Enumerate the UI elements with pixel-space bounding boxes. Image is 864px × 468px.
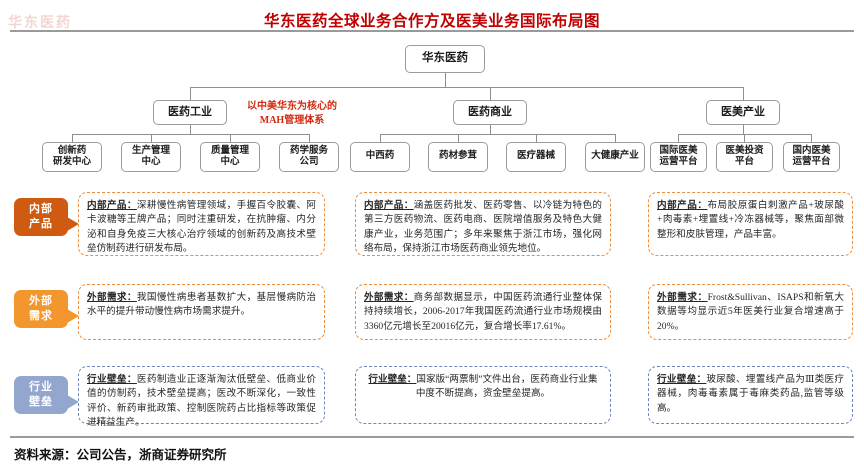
tree-node-root: 华东医药 — [405, 45, 485, 73]
connector-b1-c2 — [151, 134, 152, 142]
tree-node-branch-1: 医药工业 — [153, 100, 227, 125]
row-tag-external-demand: 外部 需求 — [14, 290, 79, 328]
connector-b1-c3 — [230, 134, 231, 142]
callout-lead: 内部产品： — [657, 200, 708, 211]
tree-node-b2-child-4: 大健康产业 — [585, 142, 645, 172]
callout-text: 商务部数据显示，中国医药流通行业整体保持持续增长，2006-2017年我国医药流… — [364, 292, 603, 332]
row-tag-line1: 外部 — [29, 295, 53, 308]
callout-barrier-pharma-industry: 行业壁垒：医药制造业正逐渐淘汰低壁垒、低商业价值的仿制药，技术壁垒提高；医改不断… — [78, 366, 325, 428]
connector-b1-stem — [190, 125, 191, 134]
connector-b3-c2 — [744, 134, 745, 142]
callout-lead: 内部产品： — [364, 200, 414, 211]
tree-node-branch-3: 医美产业 — [706, 100, 780, 125]
row-tag-internal-product: 内部 产品 — [14, 198, 79, 236]
watermark-text: 华东医药 — [8, 14, 72, 30]
tree-node-b1-child-3: 质量管理 中心 — [200, 142, 260, 172]
callout-text: 医药制造业正逐渐淘汰低壁垒、低商业价值的仿制药，技术壁垒提高；医改不断深化，一致… — [87, 374, 317, 429]
callout-lead: 外部需求： — [657, 292, 708, 303]
callout-barrier-pharma-commerce: 行业壁垒：国家版“两票制”文件出台，医药商业行业集中度不断提高，资金壁垒提高。 — [355, 366, 611, 424]
connector-b2-c2 — [458, 134, 459, 142]
connector-level1-bus — [190, 87, 743, 88]
connector-b2-bus — [380, 134, 615, 135]
callout-barrier-medical-aesthetics: 行业壁垒：玻尿酸、埋置线产品为Ⅲ类医疗器械，肉毒毒素属于毒麻类药品,监管等级高。 — [648, 366, 853, 424]
row-tag-line2: 壁垒 — [29, 396, 53, 408]
callout-internal-pharma-commerce: 内部产品：涵盖医药批发、医药零售、以冷链为特色的第三方医药物流、医药电商、医院增… — [355, 192, 611, 256]
tree-node-b1-child-1: 创新药 研发中心 — [42, 142, 102, 172]
page-title: 华东医药全球业务合作方及医美业务国际布局图 — [263, 13, 600, 30]
callout-lead: 外部需求： — [87, 292, 137, 303]
tree-node-b3-child-1: 国际医美 运营平台 — [650, 142, 707, 172]
connector-root-stem — [445, 73, 446, 87]
footer-divider — [10, 436, 854, 438]
tree-node-b3-child-3: 国内医美 运营平台 — [783, 142, 840, 172]
callout-text: 国家版“两票制”文件出台，医药商业行业集中度不断提高，资金壁垒提高。 — [415, 374, 598, 400]
callout-lead: 行业壁垒： — [87, 374, 137, 385]
tree-node-b3-child-2: 医美投资 平台 — [716, 142, 773, 172]
row-tag-industry-barrier: 行业 壁垒 — [14, 376, 79, 414]
callout-text: 涵盖医药批发、医药零售、以冷链为特色的第三方医药物流、医药电商、医院增值服务及特… — [364, 200, 603, 255]
row-tag-line1: 行业 — [29, 381, 53, 394]
connector-b3-c3 — [811, 134, 812, 142]
callout-lead: 行业壁垒： — [368, 374, 417, 385]
callout-lead: 内部产品： — [87, 200, 137, 211]
title-divider — [10, 30, 854, 32]
connector-b3-c1 — [678, 134, 679, 142]
header: 华东医药 华东医药全球业务合作方及医美业务国际布局图 — [0, 6, 864, 32]
callout-external-medical-aesthetics: 外部需求：Frost&Sullivan、ISAPS和新氧大数据等均显示近5年医美… — [648, 284, 853, 340]
callout-internal-pharma-industry: 内部产品：深耕慢性病管理领域，手握百令胶囊、阿卡波糖等王牌产品；同时注重研发，在… — [78, 192, 325, 256]
callout-external-pharma-commerce: 外部需求：商务部数据显示，中国医药流通行业整体保持持续增长，2006-2017年… — [355, 284, 611, 340]
tree-node-b2-child-1: 中西药 — [350, 142, 410, 172]
callout-text: Frost&Sullivan、ISAPS和新氧大数据等均显示近5年医美行业复合增… — [657, 292, 844, 332]
callout-lead: 外部需求： — [364, 292, 414, 303]
callout-internal-medical-aesthetics: 内部产品：布局胶原蛋白刺激产品+玻尿酸+肉毒素+埋置线+冷冻器械等，聚焦面部微整… — [648, 192, 853, 256]
connector-branch1-drop — [190, 87, 191, 100]
connector-b2-c4 — [615, 134, 616, 142]
connector-b2-c1 — [380, 134, 381, 142]
connector-b1-c4 — [309, 134, 310, 142]
connector-branch3-drop — [743, 87, 744, 100]
connector-b2-c3 — [536, 134, 537, 142]
tree-node-b1-child-2: 生产管理 中心 — [121, 142, 181, 172]
tree-node-b2-child-2: 药材参茸 — [428, 142, 488, 172]
connector-b2-stem — [490, 125, 491, 134]
callout-text: 我国慢性病患者基数扩大，基层慢病防治水平的提升带动慢性病市场需求提升。 — [87, 292, 317, 318]
tree-node-branch-2: 医药商业 — [453, 100, 527, 125]
row-tag-line2: 产品 — [29, 218, 53, 230]
connector-branch2-drop — [490, 87, 491, 100]
source-note: 资料来源：公司公告，浙商证券研究所 — [14, 448, 227, 462]
callout-lead: 行业壁垒： — [657, 374, 707, 385]
connector-b1-bus — [72, 134, 309, 135]
callout-text: 布局胶原蛋白刺激产品+玻尿酸+肉毒素+埋置线+冷冻器械等，聚焦面部微整形和皮肤管… — [657, 200, 845, 240]
tree-node-b2-child-3: 医疗器械 — [506, 142, 566, 172]
tree-node-b1-child-4: 药学服务 公司 — [279, 142, 339, 172]
row-tag-line2: 需求 — [29, 310, 53, 322]
mah-annotation: 以中美华东为核心的 MAH管理体系 — [247, 101, 337, 126]
connector-b3-stem — [743, 125, 744, 134]
callout-text: 深耕慢性病管理领域，手握百令胶囊、阿卡波糖等王牌产品；同时注重研发，在抗肿瘤、内… — [87, 200, 317, 255]
connector-b1-c1 — [72, 134, 73, 142]
row-tag-line1: 内部 — [29, 203, 53, 216]
callout-external-pharma-industry: 外部需求：我国慢性病患者基数扩大，基层慢病防治水平的提升带动慢性病市场需求提升。 — [78, 284, 325, 340]
callout-text: 玻尿酸、埋置线产品为Ⅲ类医疗器械，肉毒毒素属于毒麻类药品,监管等级高。 — [657, 374, 844, 414]
